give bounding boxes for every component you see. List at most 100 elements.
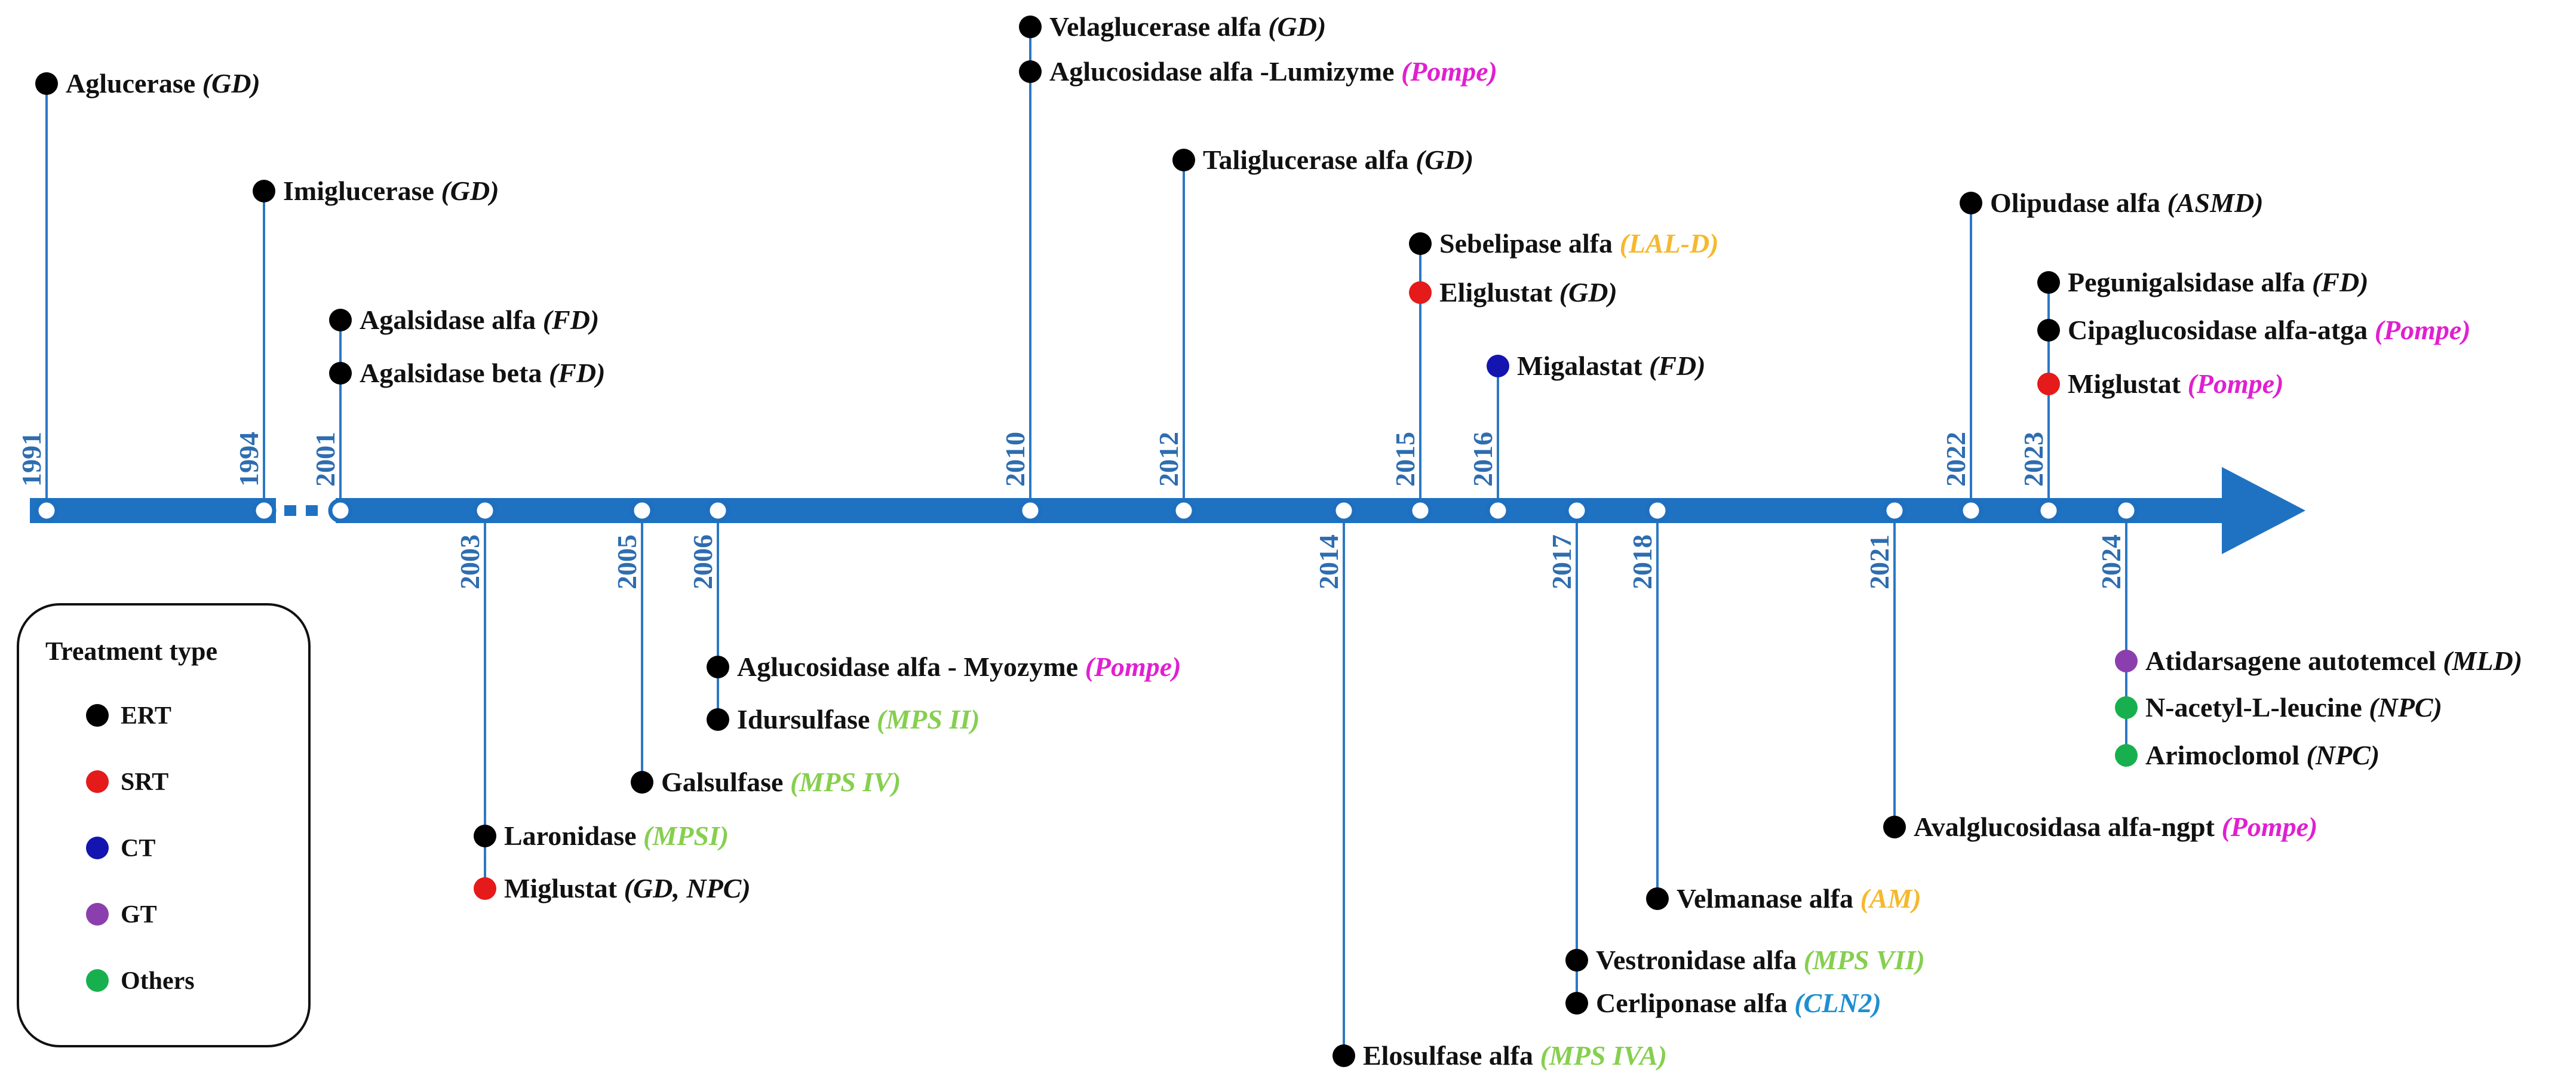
treatment-entry: Aglucosidase alfa - Myozyme (Pompe) [707,651,1181,682]
treatment-label: Velaglucerase alfa (GD) [1049,11,1326,42]
year-label-2003: 2003 [455,534,485,589]
drug-name: Taliglucerase alfa [1203,145,1416,175]
drug-name: Aglucosidase alfa - Myozyme [737,651,1085,682]
treatment-label: Avalglucosidasa alfa-ngpt (Pompe) [1914,812,2317,842]
drug-name: Velaglucerase alfa [1049,11,1268,42]
legend-item-others: Others [86,967,195,995]
year-marker-1991 [34,498,59,523]
legend-items: ERT SRT CT GT Others [86,702,195,995]
treatment-label: Taliglucerase alfa (GD) [1203,145,1473,175]
disease-abbrev: (FD) [549,358,606,388]
year-marker-2021 [1882,498,1907,523]
drug-name: Miglustat [2068,368,2188,399]
treatment-dot-ert [707,708,729,731]
treatment-label: Migalastat (FD) [1517,351,1706,381]
legend-item-ct: CT [86,835,155,862]
year-label-2023: 2023 [2018,432,2049,487]
treatment-label: Cerliponase alfa (CLN2) [1596,988,1881,1018]
treatment-label: Pegunigalsidase alfa (FD) [2068,267,2368,297]
treatment-dot-srt [2037,373,2060,395]
treatment-entry: Imiglucerase (GD) [253,176,499,206]
treatment-entry: Olipudase alfa (ASMD) [1960,188,2264,218]
treatment-entry: Velaglucerase alfa (GD) [1019,11,1326,42]
disease-abbrev: (NPC) [2369,692,2442,723]
treatment-dot-ert [1172,149,1195,171]
treatment-entry: Vestronidase alfa (MPS VII) [1565,945,1925,975]
year-marker-2016 [1485,498,1510,523]
treatment-label: Idursulfase (MPS II) [737,704,980,734]
drug-name: Idursulfase [737,704,877,734]
disease-abbrev: (MPS IV) [790,767,901,797]
treatment-label: Eliglustat (GD) [1439,277,1617,308]
treatment-label: Aglucerase (GD) [66,68,260,99]
disease-abbrev: (LAL-D) [1620,228,1719,259]
treatment-dot-ert [1565,949,1588,972]
treatment-entry: Avalglucosidasa alfa-ngpt (Pompe) [1883,812,2317,842]
treatment-dot-ert [253,180,275,202]
treatment-entry: Eliglustat (GD) [1409,277,1617,308]
treatment-label: Miglustat (GD, NPC) [504,873,751,903]
disease-abbrev: (GD) [1416,145,1473,175]
disease-abbrev: (Pompe) [1401,56,1497,87]
year-markers [34,498,2139,523]
treatment-dot-ert [1565,992,1588,1015]
treatment-entry: Arimoclomol (NPC) [2115,740,2380,770]
year-label-2006: 2006 [687,534,718,589]
disease-abbrev: (FD) [2312,267,2369,297]
disease-abbrev: (GD) [1559,277,1617,308]
treatment-dot-ert [329,309,352,331]
legend-swatch-gt [86,903,109,926]
treatment-label: Vestronidase alfa (MPS VII) [1596,945,1925,975]
year-label-2017: 2017 [1546,534,1577,589]
disease-abbrev: (Pompe) [2221,812,2317,842]
treatment-entry: Pegunigalsidase alfa (FD) [2037,267,2368,297]
disease-abbrev: (MPS IVA) [1540,1040,1667,1071]
legend-label-ct: CT [121,835,155,862]
legend-swatch-others [86,969,109,992]
treatment-dot-ert [1883,816,1906,838]
legend-label-gt: GT [121,901,157,929]
disease-abbrev: (GD) [1268,11,1326,42]
year-marker-2024 [2114,498,2139,523]
year-label-2010: 2010 [1000,432,1030,487]
treatment-entry: Galsulfase (MPS IV) [631,767,901,797]
treatment-entry: Aglucosidase alfa -Lumizyme (Pompe) [1019,56,1497,87]
drug-name: Aglucosidase alfa -Lumizyme [1049,56,1401,87]
treatment-dot-ert [1332,1044,1355,1067]
disease-abbrev: (FD) [1649,351,1706,381]
treatment-entry: Velmanase alfa (AM) [1646,883,1921,914]
legend-item-ert: ERT [86,702,171,730]
treatment-label: Cipaglucosidase alfa-atga (Pompe) [2068,315,2471,345]
legend-label-others: Others [121,967,195,995]
treatment-entry: Elosulfase alfa (MPS IVA) [1332,1040,1667,1071]
disease-abbrev: (GD, NPC) [624,873,751,903]
drug-name: Vestronidase alfa [1596,945,1804,975]
disease-abbrev: (NPC) [2307,740,2380,770]
year-marker-2023 [2036,498,2061,523]
treatment-entry: Agalsidase alfa (FD) [329,305,599,335]
treatment-dot-others [2115,696,2138,719]
year-marker-2003 [472,498,498,523]
year-label-2024: 2024 [2096,534,2126,589]
treatment-label: Sebelipase alfa (LAL-D) [1439,228,1719,259]
legend-label-srt: SRT [121,769,168,796]
legend-label-ert: ERT [121,702,171,730]
treatment-entry: Sebelipase alfa (LAL-D) [1409,228,1719,259]
treatment-dot-ert [1409,232,1432,255]
treatment-label: Aglucosidase alfa -Lumizyme (Pompe) [1049,56,1497,87]
disease-abbrev: (MPS VII) [1804,945,1925,975]
treatment-label: Atidarsagene autotemcel (MLD) [2145,646,2522,676]
treatment-entries: Aglucerase (GD) Imiglucerase (GD) Agalsida… [35,11,2522,1071]
treatment-label: Aglucosidase alfa - Myozyme (Pompe) [737,651,1181,682]
year-marker-2010 [1018,498,1043,523]
disease-abbrev: (CLN2) [1794,988,1881,1018]
treatment-label: Agalsidase beta (FD) [360,358,605,388]
treatment-dot-ert [631,771,653,794]
timeline-axis-dash-2 [306,505,318,516]
treatment-dot-ert [2037,319,2060,342]
year-marker-2005 [630,498,655,523]
year-marker-2014 [1331,498,1356,523]
treatment-label: Arimoclomol (NPC) [2145,740,2380,770]
drug-name: Avalglucosidasa alfa-ngpt [1914,812,2221,842]
